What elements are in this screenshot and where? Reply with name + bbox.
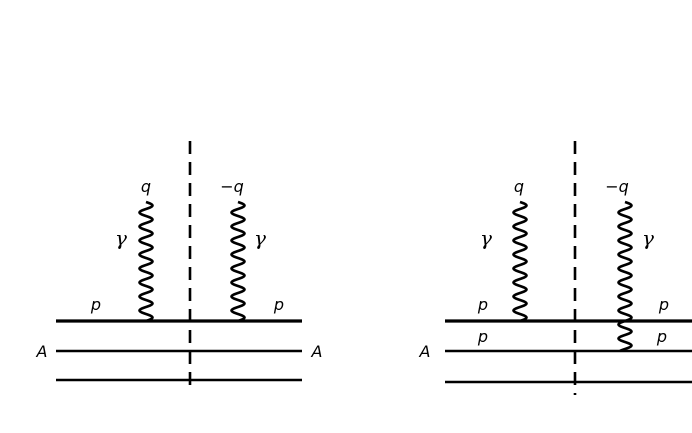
diagram-left-label-A-right: A xyxy=(311,342,323,361)
diagram-right-label-A-left: A xyxy=(419,342,431,361)
diagram-left-photon-right xyxy=(230,200,246,323)
diagram-right-label-p-mid-left: p xyxy=(477,327,488,346)
diagram-right: q −q γ γ p p p p A xyxy=(419,141,692,395)
diagram-right-photon-right xyxy=(617,200,633,353)
diagram-right-label-p-top-left: p xyxy=(477,295,488,314)
diagram-left-label-q: q xyxy=(141,177,151,196)
diagram-right-photon-left xyxy=(512,200,528,323)
diagram-right-label-p-top-right: p xyxy=(658,295,669,314)
diagram-left-label-p-left: p xyxy=(90,295,101,314)
diagram-left-photon-left xyxy=(138,200,154,323)
diagram-left: q −q γ γ p p A A xyxy=(36,141,323,393)
diagram-right-label-p-mid-right: p xyxy=(656,327,667,346)
diagram-right-label-q: q xyxy=(514,177,524,196)
diagram-right-gamma-left: γ xyxy=(480,226,492,250)
diagram-right-gamma-right: γ xyxy=(642,226,654,250)
diagram-left-gamma-right: γ xyxy=(254,226,266,250)
diagram-left-label-minus-q: −q xyxy=(220,177,244,196)
diagram-left-label-A-left: A xyxy=(36,342,48,361)
diagram-left-label-p-right: p xyxy=(273,295,284,314)
diagram-left-gamma-left: γ xyxy=(115,226,127,250)
diagram-right-label-minus-q: −q xyxy=(605,177,629,196)
